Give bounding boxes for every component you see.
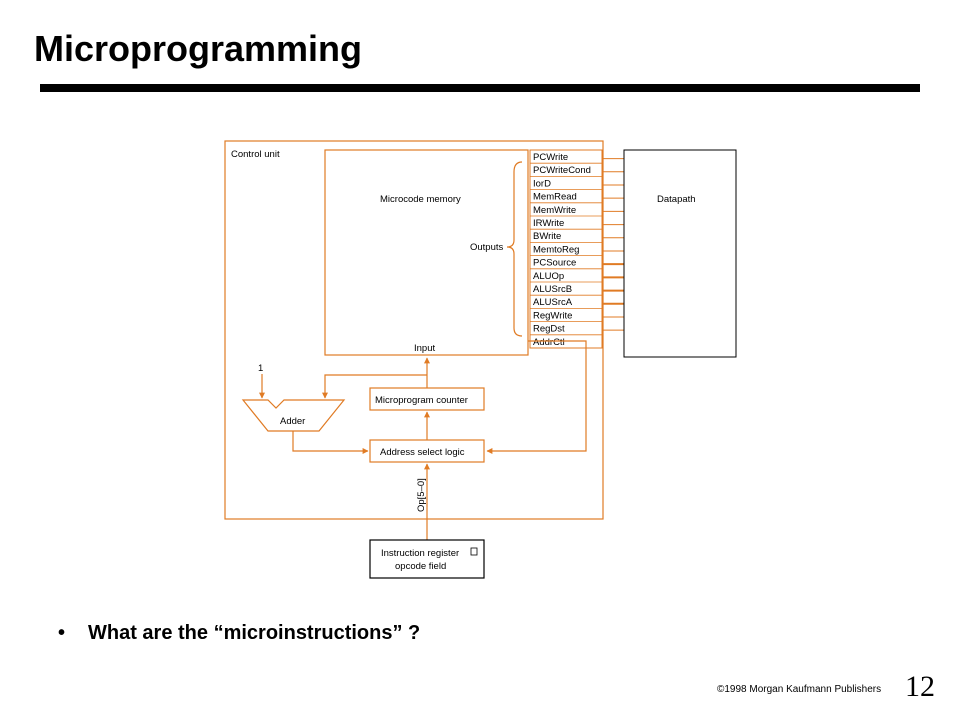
adder-label: Adder [280,416,305,427]
bullet-dot: • [58,622,66,644]
signal-label: RegWrite [533,310,572,321]
input-label: Input [414,343,435,354]
outputs-label: Outputs [470,242,504,253]
constant-one-label: 1 [258,363,263,374]
signal-label: IRWrite [533,218,564,229]
datapath-box [623,149,737,358]
signal-label: RegDst [533,324,565,335]
wire-adder-to-select [292,431,369,454]
control-unit-label: Control unit [231,149,280,160]
signal-label: ALUSrcA [533,297,573,308]
signal-label: MemRead [533,192,577,203]
microprogram-counter-label: Microprogram counter [375,395,468,406]
signal-label: IorD [533,178,551,189]
microcode-memory-box [324,149,529,356]
microcode-memory-label: Microcode memory [380,194,461,205]
op-bits-label: Op[5–0] [416,478,427,512]
bullet-text: What are the “microinstructions” ? [88,622,421,644]
outputs-brace [506,161,523,337]
signal-label: BWrite [533,231,561,242]
title-divider [40,84,920,92]
signal-label: MemtoReg [533,244,579,255]
bullet-item: • What are the “microinstructions” ? [58,622,420,645]
signal-label: MemWrite [533,205,576,216]
signal-label: PCSource [533,258,576,269]
signal-list-box [529,149,603,349]
page-title: Microprogramming [34,28,363,69]
signal-label: PCWriteCond [533,165,591,176]
wire-addrctl-to-select [486,340,587,454]
instruction-register-glyph [470,547,478,556]
signal-label: ALUSrcB [533,284,572,295]
instruction-register-line2: opcode field [395,561,446,572]
copyright-notice: ©1998 Morgan Kaufmann Publishers [717,684,882,695]
address-select-logic-label: Address select logic [380,447,465,458]
signal-label: AddrCtl [533,337,565,348]
instruction-register-line1: Instruction register [381,548,459,559]
signal-label: ALUOp [533,271,564,282]
page-number: 12 [905,670,935,703]
instruction-register-box [369,539,485,579]
signal-label: PCWrite [533,152,568,163]
datapath-label: Datapath [657,194,696,205]
wire-counter-to-adder [322,374,427,399]
adder-shape [241,399,346,432]
